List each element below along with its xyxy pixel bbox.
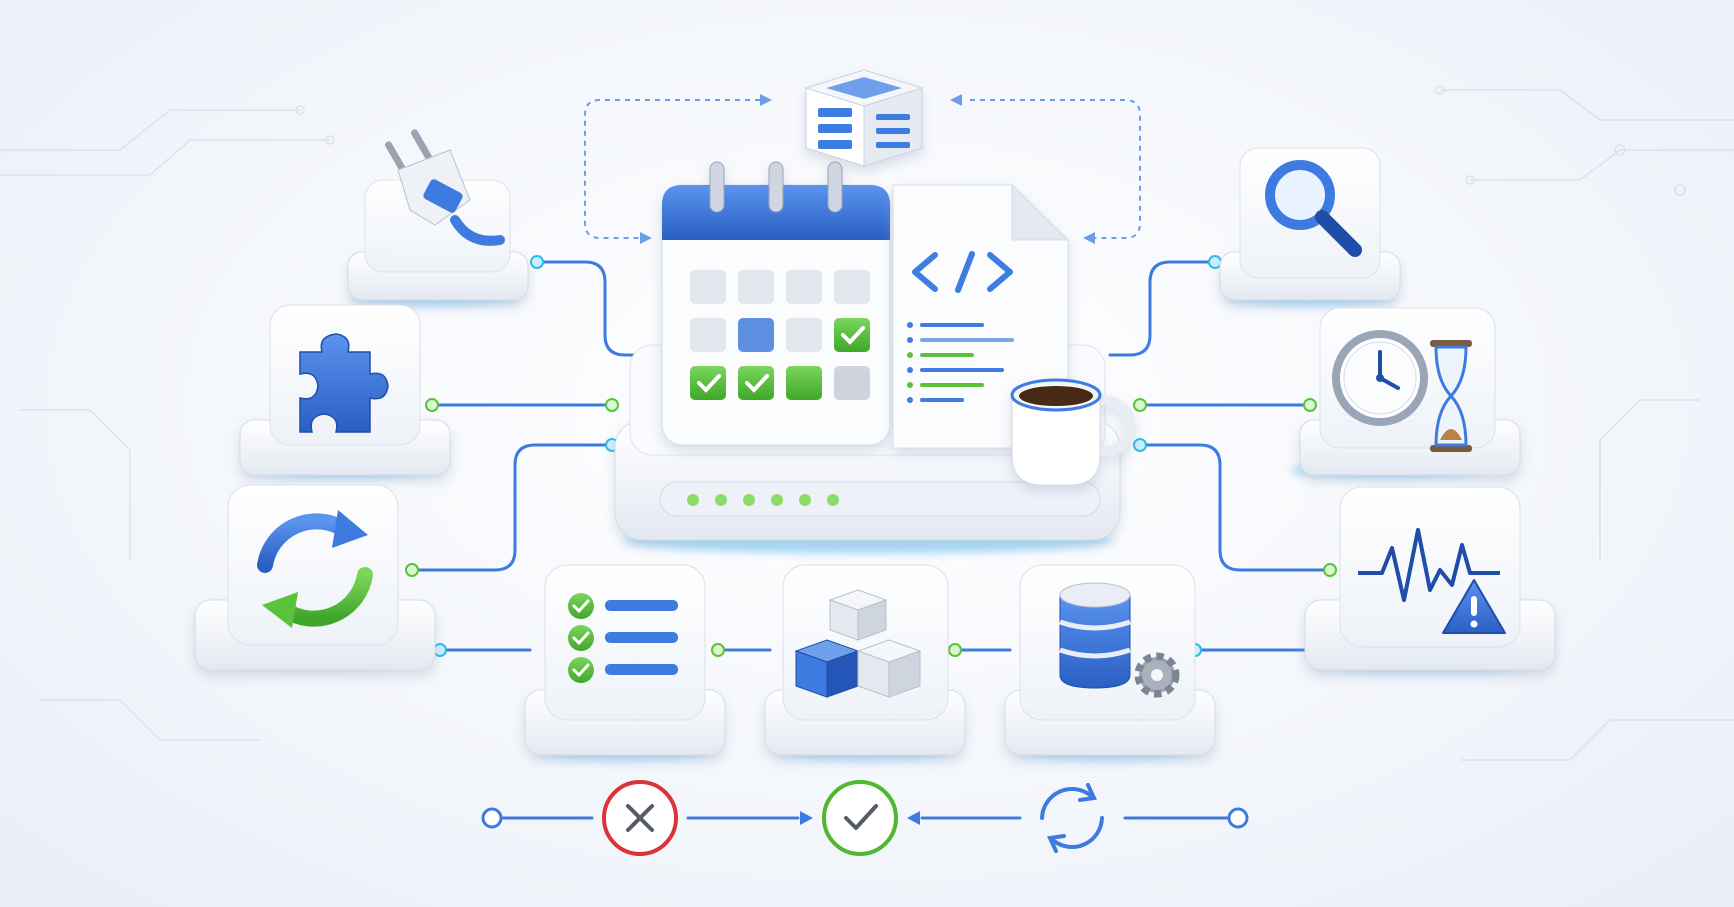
connector-magnifier [1108,260,1217,357]
plug-icon [385,129,505,246]
sync-arrows-icon [257,510,373,628]
database-node[interactable] [1004,564,1216,760]
puzzle-node[interactable] [239,304,451,478]
database-gear-icon [1059,582,1180,698]
clock-hourglass-icon [1332,330,1472,452]
status-flow [481,780,1249,856]
coffee-cup-icon [1010,378,1136,486]
checklist-icon [568,593,678,683]
cubes-icon [794,589,922,698]
connectors [413,260,1332,652]
end-node-icon [1227,807,1249,829]
server-loop [584,99,1141,239]
sync-node[interactable] [194,484,436,671]
clock-node[interactable] [1290,307,1521,478]
calendar-grid [690,270,870,400]
pulse-node[interactable] [1304,486,1556,673]
loop-arrowheads [640,94,1095,244]
server-icon [804,69,924,167]
magnifier-icon [1265,160,1362,257]
plug-node[interactable] [347,128,529,306]
calendar-icon [661,161,891,446]
checklist-node[interactable] [524,564,726,760]
start-node-icon [481,807,503,829]
magnifier-node[interactable] [1219,147,1401,306]
connector-plug [533,260,642,357]
central-hub [614,161,1136,554]
pulse-warning-icon [1358,528,1506,634]
connector-sync [413,443,617,572]
code-file-icon [892,183,1070,449]
cubes-node[interactable] [764,564,966,760]
retry-sync-icon [1040,783,1104,853]
error-x-icon [602,780,678,856]
status-dots [687,494,839,506]
puzzle-piece-icon [299,333,389,433]
circuit-background [0,85,1734,761]
success-check-icon [822,780,898,856]
connector-pulse [1138,443,1332,572]
